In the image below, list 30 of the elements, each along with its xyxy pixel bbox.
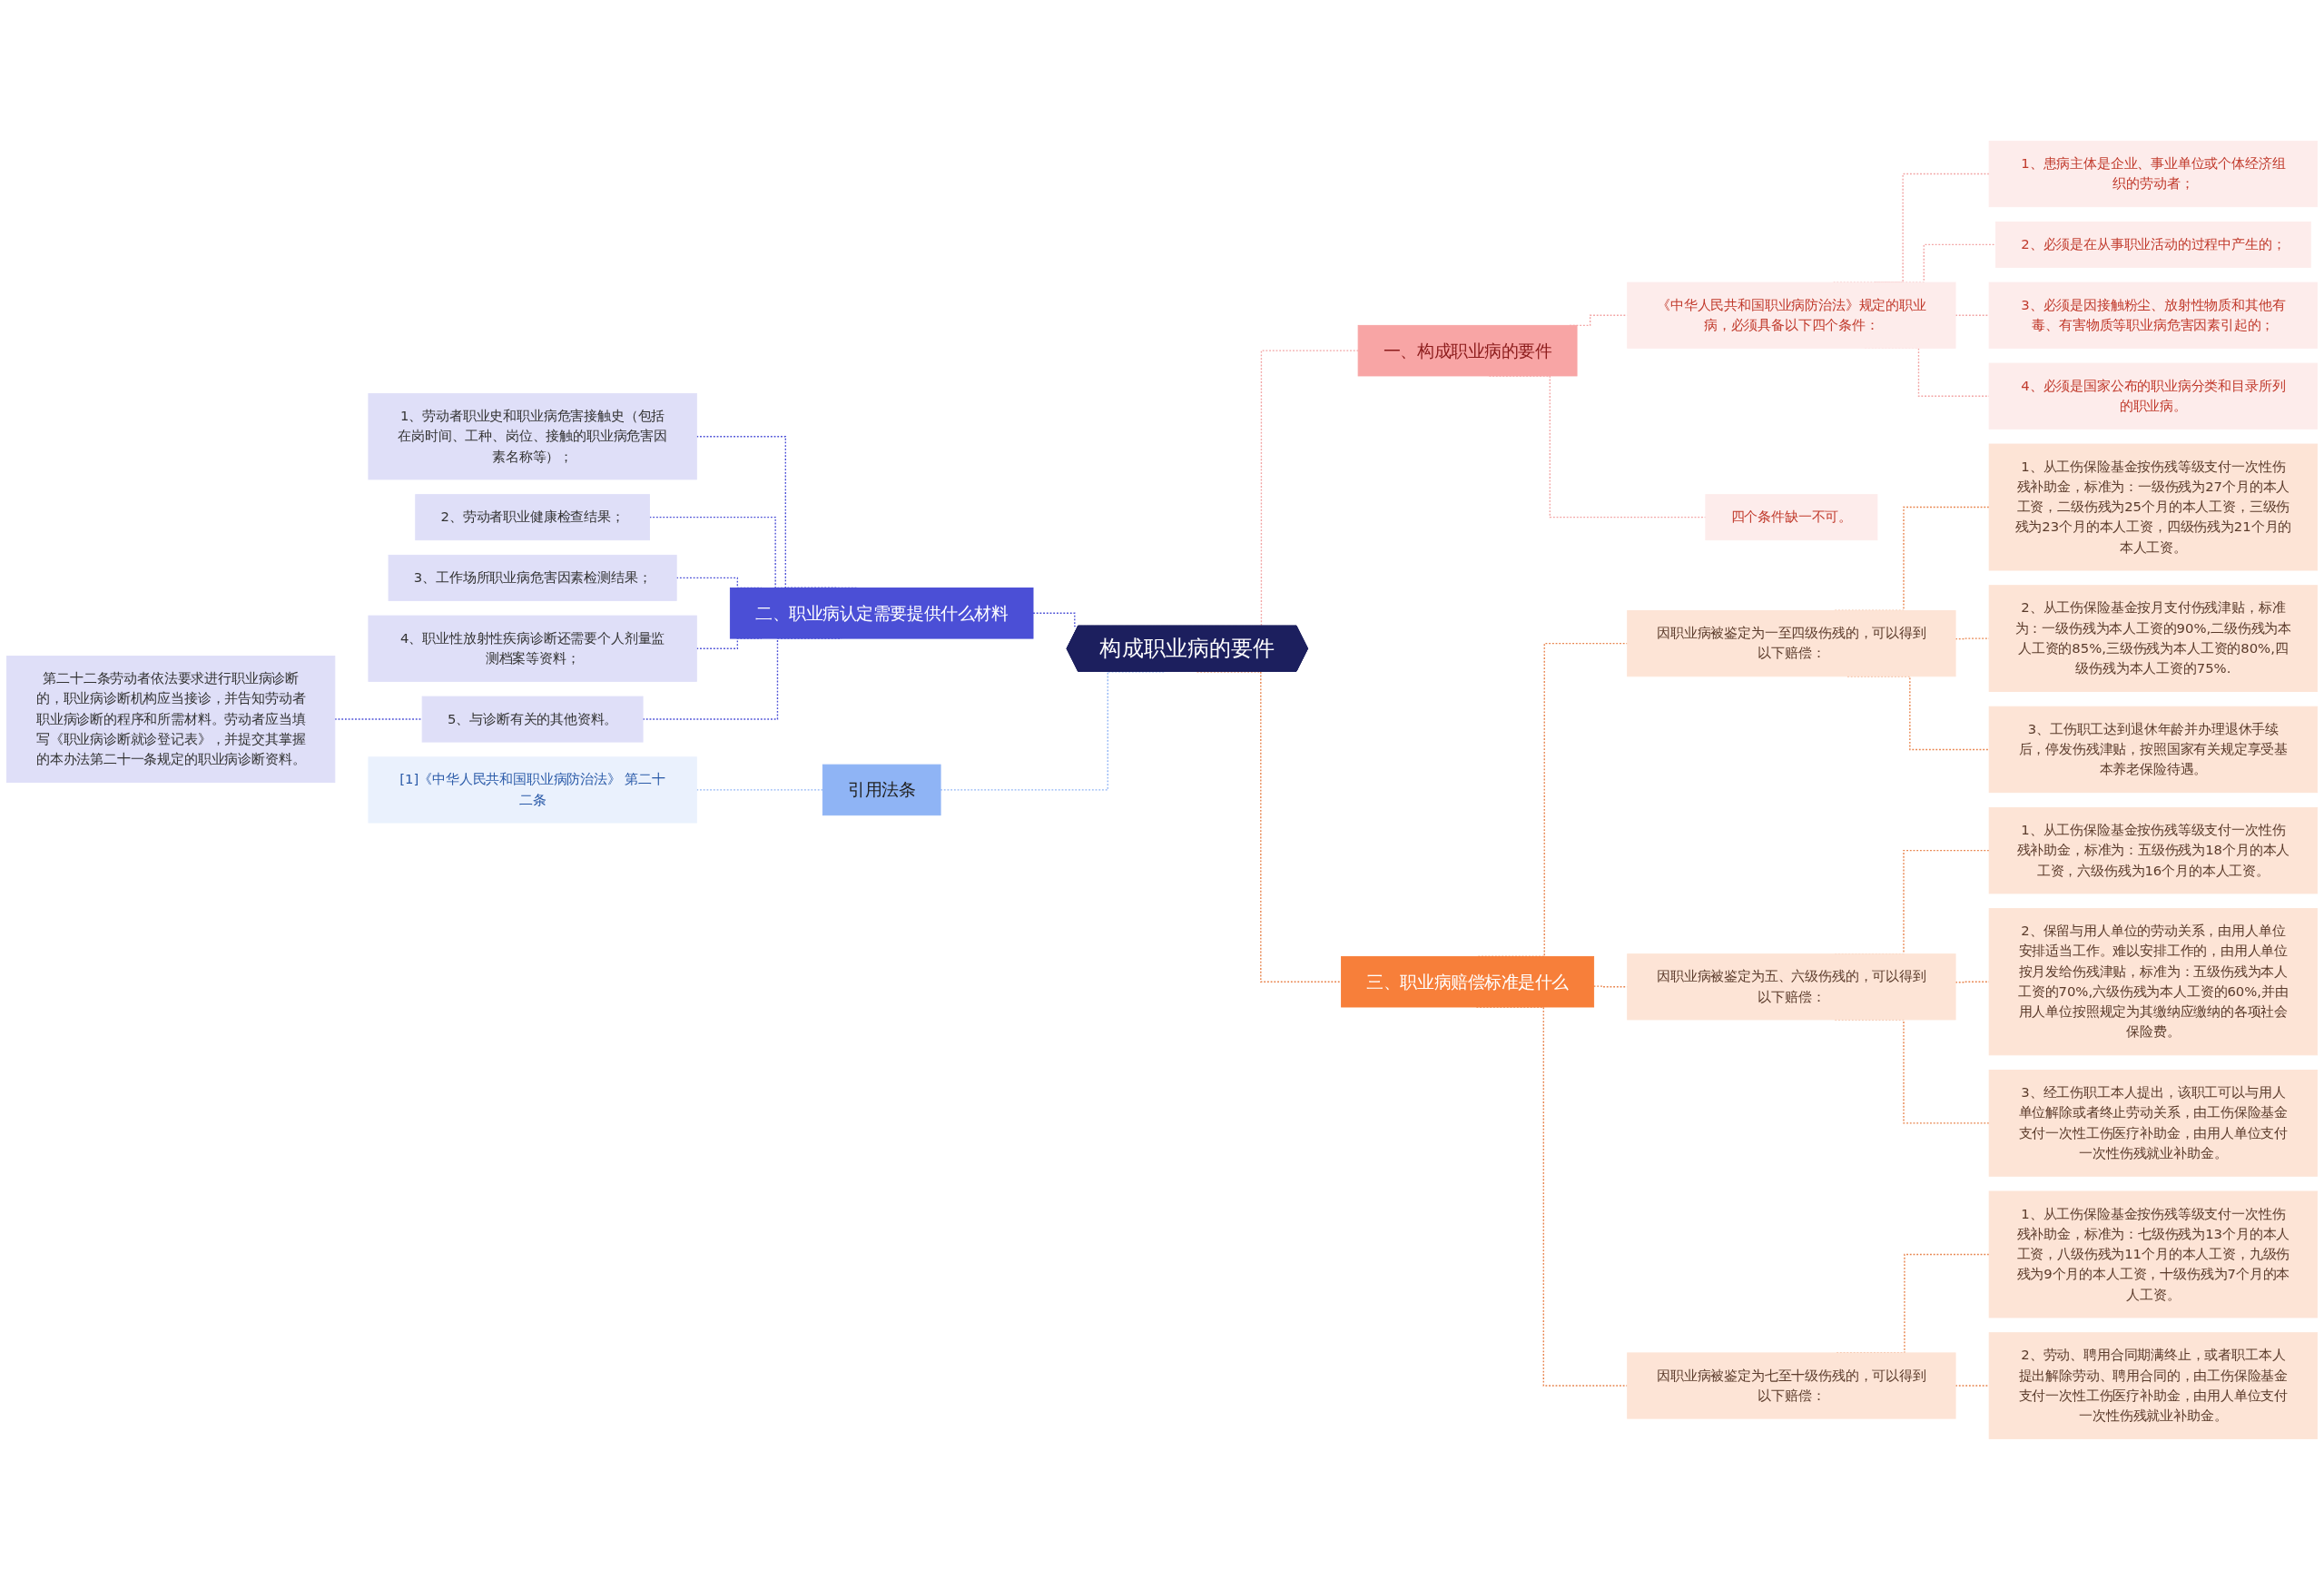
connector <box>695 789 824 791</box>
node-box <box>729 588 1034 639</box>
node-box <box>1627 1352 1956 1419</box>
node-box <box>1988 585 2319 693</box>
node-box <box>822 764 941 816</box>
node-box <box>1988 1332 2319 1439</box>
node-box <box>1988 908 2319 1056</box>
connector <box>334 718 423 720</box>
node-box <box>1988 1070 2319 1177</box>
node-box <box>368 615 697 682</box>
node-box <box>1988 1190 2319 1318</box>
node-box <box>1988 807 2319 894</box>
node-box <box>1988 281 2319 349</box>
node-box <box>1627 953 1956 1021</box>
node-box <box>1988 141 2319 208</box>
node-box <box>388 554 677 601</box>
node-box <box>1627 281 1956 349</box>
node-box <box>1357 324 1578 377</box>
node-box <box>368 756 697 824</box>
node-box <box>415 494 650 541</box>
node-box <box>421 696 644 743</box>
node-box <box>1995 222 2311 268</box>
node-box <box>1627 610 1956 677</box>
node-box <box>1341 956 1595 1008</box>
node-box <box>1988 362 2319 430</box>
node-box <box>368 393 697 480</box>
node-box <box>1705 494 1878 541</box>
node-box <box>1988 706 2319 794</box>
node-box <box>5 656 336 784</box>
node-box <box>1988 443 2319 571</box>
